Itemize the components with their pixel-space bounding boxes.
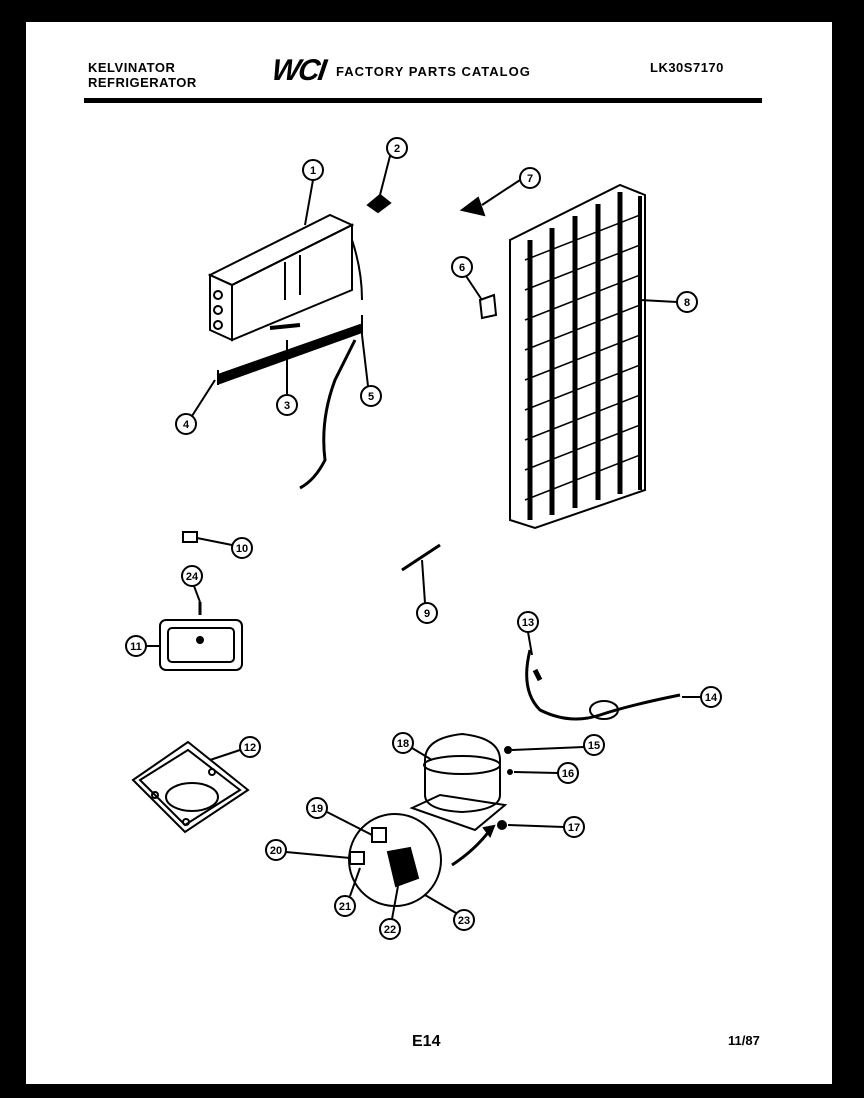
callout-18: 18 [397,738,409,750]
header-rule [84,98,762,103]
callout-1: 1 [310,165,316,177]
print-date: 11/87 [728,1033,760,1048]
product-type: REFRIGERATOR [88,75,197,90]
drain-trough [216,315,364,385]
callout-5: 5 [368,391,374,403]
mounting-plate [131,740,250,834]
thermistor-part [401,543,441,572]
callout-16: 16 [562,768,574,780]
callout-13: 13 [522,617,534,629]
callout-20: 20 [270,845,282,857]
callout-12: 12 [244,742,256,754]
callout-7: 7 [527,173,533,185]
drain-pan [159,619,243,671]
callout-11: 11 [130,641,142,653]
relay-overload-group [348,813,496,907]
callout-23: 23 [458,915,470,927]
condenser-bracket [478,293,498,320]
condenser-coil [509,183,646,530]
callout-labels [125,137,722,940]
callout-17: 17 [568,822,580,834]
callout-numbers: 1 2 3 4 5 6 7 8 9 10 11 12 13 14 15 16 1… [130,143,718,936]
evaporator-assembly [207,213,363,490]
seal-part [459,196,486,217]
callout-8: 8 [684,297,690,309]
callout-9: 9 [424,608,430,620]
callout-3: 3 [284,400,290,412]
callout-21: 21 [339,901,351,913]
callout-22: 22 [384,924,396,936]
callout-15: 15 [588,740,600,752]
callout-6: 6 [459,262,465,274]
callout-24: 24 [186,571,199,583]
clip-part [182,531,198,543]
callout-4: 4 [183,419,190,431]
grommet-part [366,193,392,214]
brand-block: KELVINATOR REFRIGERATOR [88,60,197,90]
compressor [409,732,513,832]
brand-name: KELVINATOR [88,60,176,75]
callout-2: 2 [394,143,400,155]
power-cord [525,649,681,721]
model-code: LK30S7170 [650,60,724,75]
callout-14: 14 [705,692,718,704]
callout-10: 10 [236,543,248,555]
page-code: E14 [412,1033,441,1050]
callout-19: 19 [311,803,323,815]
catalog-title: FACTORY PARTS CATALOG [336,64,531,79]
